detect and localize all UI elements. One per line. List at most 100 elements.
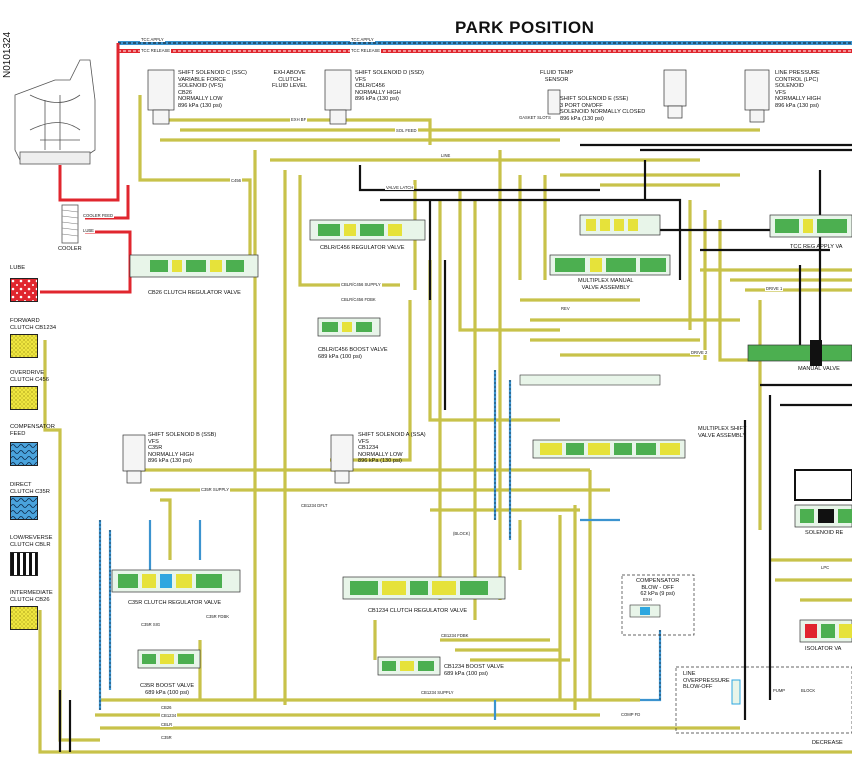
legend-compensator-swatch [10, 442, 38, 466]
solenoid-ssb [122, 434, 146, 484]
valve-manual [747, 340, 852, 366]
tcc-passages [116, 41, 852, 190]
valve-solenoid-reg [794, 469, 852, 528]
ssc-label: SHIFT SOLENOID C (SSC) VARIABLE FORCE SO… [178, 70, 247, 109]
legend-lube-label: LUBE [10, 265, 26, 271]
valve-tcc-reg [769, 214, 852, 238]
manual-valve-label: MANUAL VALVE [798, 366, 840, 372]
ssd-label: SHIFT SOLENOID D (SSD) VFS CBLR/C456 NOR… [355, 70, 424, 103]
wire-label-cb26: CB26 [160, 705, 173, 710]
torque-converter [14, 59, 96, 165]
legend-direct-swatch [10, 496, 38, 520]
legend-direct-label: DIRECT CLUTCH C35R [10, 482, 50, 495]
exh-above-label: EXH ABOVE CLUTCH FLUID LEVEL [272, 70, 308, 90]
wire-label-exh-bf: EXH BF [290, 117, 308, 122]
wire-label-c35r-supply: C35R SUPPLY [200, 487, 231, 492]
wire-label-c35r: C35R [160, 735, 173, 740]
wire-label-lpc: LPC [820, 565, 831, 570]
valve-multiplex-shift [519, 374, 686, 459]
mux-shift-label: MULTIPLEX SHIFT VALVE ASSEMBLY [698, 426, 747, 439]
wire-label-sol-feed: SOL FEED [395, 128, 418, 133]
mux-manual-label: MULTIPLEX MANUAL VALVE ASSEMBLY [578, 278, 634, 291]
wire-label-pump: PUMP [772, 688, 787, 693]
wire-label-exh: EXH [642, 597, 653, 602]
valve-cb1234-boost [377, 656, 441, 676]
solenoid-lpc [744, 69, 770, 123]
wire-label-drive-1: DRIVE 1 [765, 286, 784, 291]
wire-label-c35r-fdbk: C35R FDBK [205, 614, 231, 619]
legend-lowreverse-swatch [10, 552, 38, 576]
valve-cb1234 [342, 576, 506, 600]
solenoid-sse [663, 69, 687, 119]
legend-forward-label: FORWARD CLUTCH CB1234 [10, 318, 57, 331]
wire-label-cb1234: CB1234 [160, 713, 178, 718]
legend-lube-swatch [10, 278, 38, 302]
decrease-label: DECREASE [812, 740, 843, 746]
wire-label-c35r-sig: C35R SIG [140, 622, 162, 627]
wire-label-tcc-release: TCC RELEASE [140, 48, 172, 53]
fluid-temp-sensor [547, 89, 561, 115]
wire-label-c456: C456 [230, 178, 243, 183]
wire-label-block-2: BLOCK [800, 688, 817, 693]
cooler-label: COOLER [58, 246, 82, 252]
isolator-label: ISOLATOR VA [805, 646, 842, 652]
wire-label-cb1234-dflt: CB1234 DFLT [300, 503, 329, 508]
valve-cblr-c456 [309, 219, 426, 241]
ssa-label: SHIFT SOLENOID A (SSA) VFS CB1234 NORMAL… [358, 432, 426, 465]
wire-label-block: (BLOCK) [452, 531, 471, 536]
fluid-temp-label: FLUID TEMP SENSOR [540, 70, 574, 83]
c35r-reg-label: C35R CLUTCH REGULATOR VALVE [128, 600, 222, 606]
wire-label-cblr: CBLR [160, 722, 174, 727]
exhaust-network [58, 143, 852, 752]
cooler [61, 204, 79, 244]
legend-compensator-label: COMPENSATOR FEED [10, 424, 55, 437]
sse-label: SHIFT SOLENOID E (SSE) 3 PORT ON/OFF SOL… [560, 96, 646, 122]
legend-forward-swatch [10, 334, 38, 358]
solenoid-reg-label: SOLENOID RE [805, 530, 844, 536]
valve-isolator [799, 619, 852, 643]
solenoid-ssa [330, 434, 354, 484]
wire-label-drive-2: DRIVE 2 [690, 350, 709, 355]
cb1234-boost-label: CB1234 BOOST VALVE 689 kPa (100 psi) [444, 664, 505, 677]
wire-label-tcc-apply-2: TCC APPLY [350, 37, 375, 42]
legend-lowreverse-label: LOW/REVERSE CLUTCH CBLR [10, 535, 53, 548]
wire-label-lube: LUBE [82, 228, 95, 233]
tcc-reg-label: TCC REG APPLY VA [790, 244, 843, 250]
valve-c35r-boost [137, 649, 201, 669]
comp-blowoff-label: COMPENSATOR BLOW - OFF 62 kPa (9 psi) [636, 578, 680, 598]
wire-label-cb1234-supply: CB1234 SUPPLY [420, 690, 455, 695]
wire-label-rev: REV [560, 306, 571, 311]
line-pressure-network [38, 95, 852, 754]
valve-cblr-boost [317, 317, 381, 337]
wire-label-comp-fd: COMP FD [620, 712, 642, 717]
c35r-boost-label: C35R BOOST VALVE 689 kPa (100 psi) [140, 683, 195, 696]
cblr-reg-label: CBLR/C456 REGULATOR VALVE [320, 245, 405, 251]
legend-intermediate-label: INTERMEDIATE CLUTCH CB26 [10, 590, 53, 603]
valve-c35r [111, 569, 241, 593]
wire-label-tcc-release-2: TCC RELEASE [350, 48, 382, 53]
line-overpressure-label: LINE OVERPRESSURE BLOW-OFF [683, 671, 730, 691]
wire-label-line: LINE [440, 153, 452, 158]
valve-cb26 [129, 254, 259, 278]
compensator-blowoff-box [621, 574, 695, 636]
wire-label-gasket-slots: GASKET SLOTS [518, 115, 552, 120]
wire-label-cb1234-fdbk: CB1234 FDBK [440, 633, 470, 638]
wire-label-cooler-feed: COOLER FEED [82, 213, 115, 218]
wire-label-valve-latch: VALVE LATCH [385, 185, 415, 190]
cblr-boost-label: CBLR/C456 BOOST VALVE 689 kPa (100 psi) [318, 347, 388, 360]
ssb-label: SHIFT SOLENOID B (SSB) VFS C35R NORMALLY… [148, 432, 217, 465]
solenoid-ssd [324, 69, 352, 125]
wire-label-tcc-apply: TCC APPLY [140, 37, 165, 42]
cb26-reg-label: CB26 CLUTCH REGULATOR VALVE [148, 290, 241, 296]
legend-intermediate-swatch [10, 606, 38, 630]
solenoid-ssc [147, 69, 175, 125]
compensator-network-dashes [99, 370, 661, 710]
lpc-label: LINE PRESSURE CONTROL (LPC) SOLENOID VFS… [775, 70, 821, 109]
cb1234-reg-label: CB1234 CLUTCH REGULATOR VALVE [368, 608, 468, 614]
wire-label-cblr-supply: CBLR/C456 SUPPLY [340, 282, 382, 287]
line-overpressure-box [675, 666, 852, 734]
valve-multiplex-manual [549, 214, 671, 276]
wire-label-cblr-fdbk: CBLR/C456 FDBK [340, 297, 377, 302]
legend-overdrive-label: OVERDRIVE CLUTCH C456 [10, 370, 49, 383]
